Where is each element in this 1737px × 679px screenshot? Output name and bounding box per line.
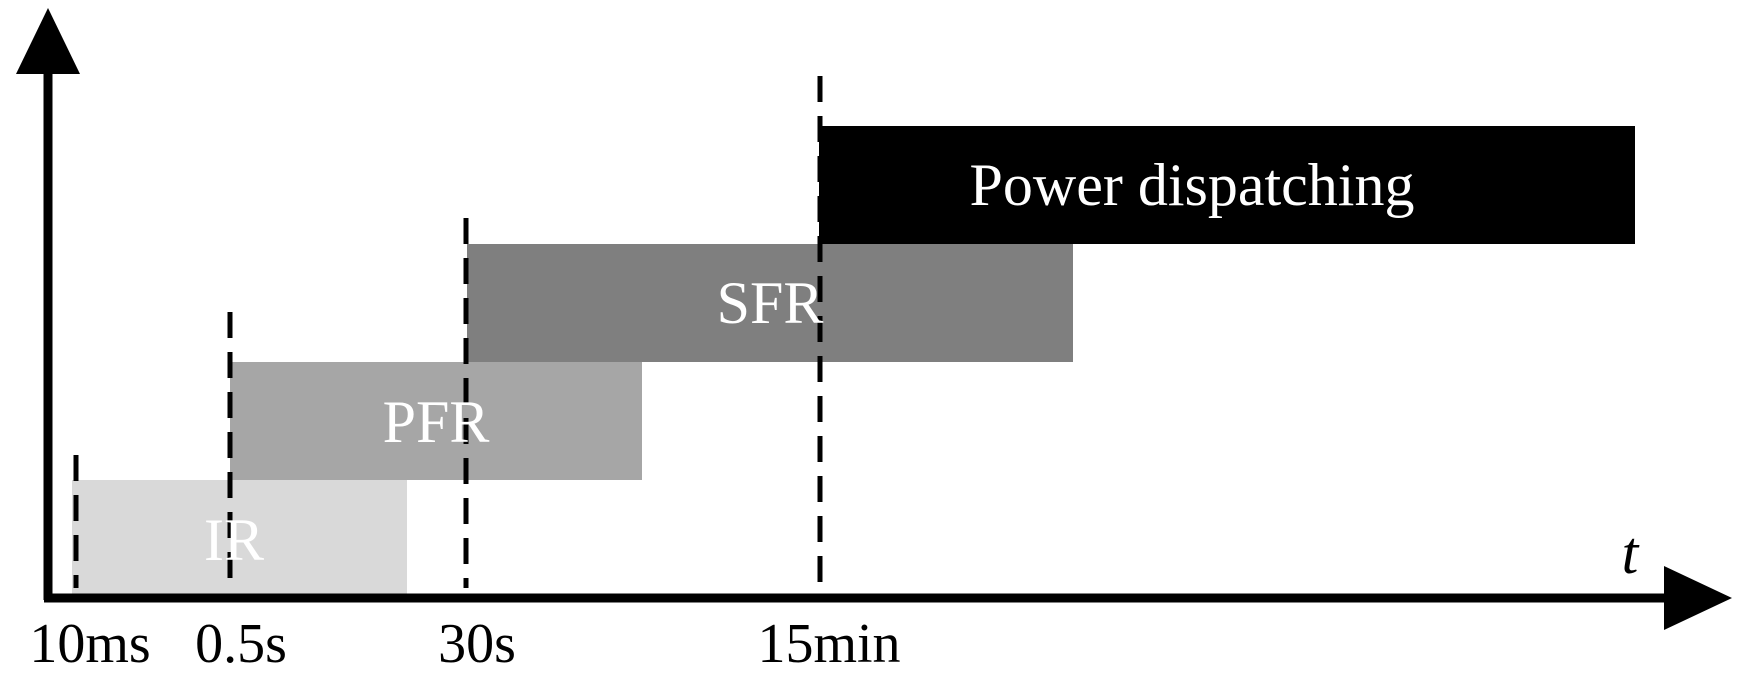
x-axis-variable: t <box>1622 520 1640 586</box>
label-ir: IR <box>204 507 264 573</box>
band-sfr <box>467 244 1073 362</box>
label-sfr: SFR <box>717 270 824 336</box>
tick-label-10ms: 10ms <box>29 613 150 675</box>
band-power-dispatching <box>819 126 1635 244</box>
tick-label-0.5s: 0.5s <box>195 613 287 675</box>
x-axis-arrowhead <box>1664 566 1732 630</box>
y-axis-arrowhead <box>16 8 80 74</box>
band-pfr <box>230 362 642 480</box>
label-pfr: PFR <box>383 389 490 455</box>
label-power-dispatching: Power dispatching <box>970 152 1415 218</box>
tick-label-30s: 30s <box>438 613 516 675</box>
band-ir <box>72 480 407 598</box>
tick-label-15min: 15min <box>757 613 900 675</box>
